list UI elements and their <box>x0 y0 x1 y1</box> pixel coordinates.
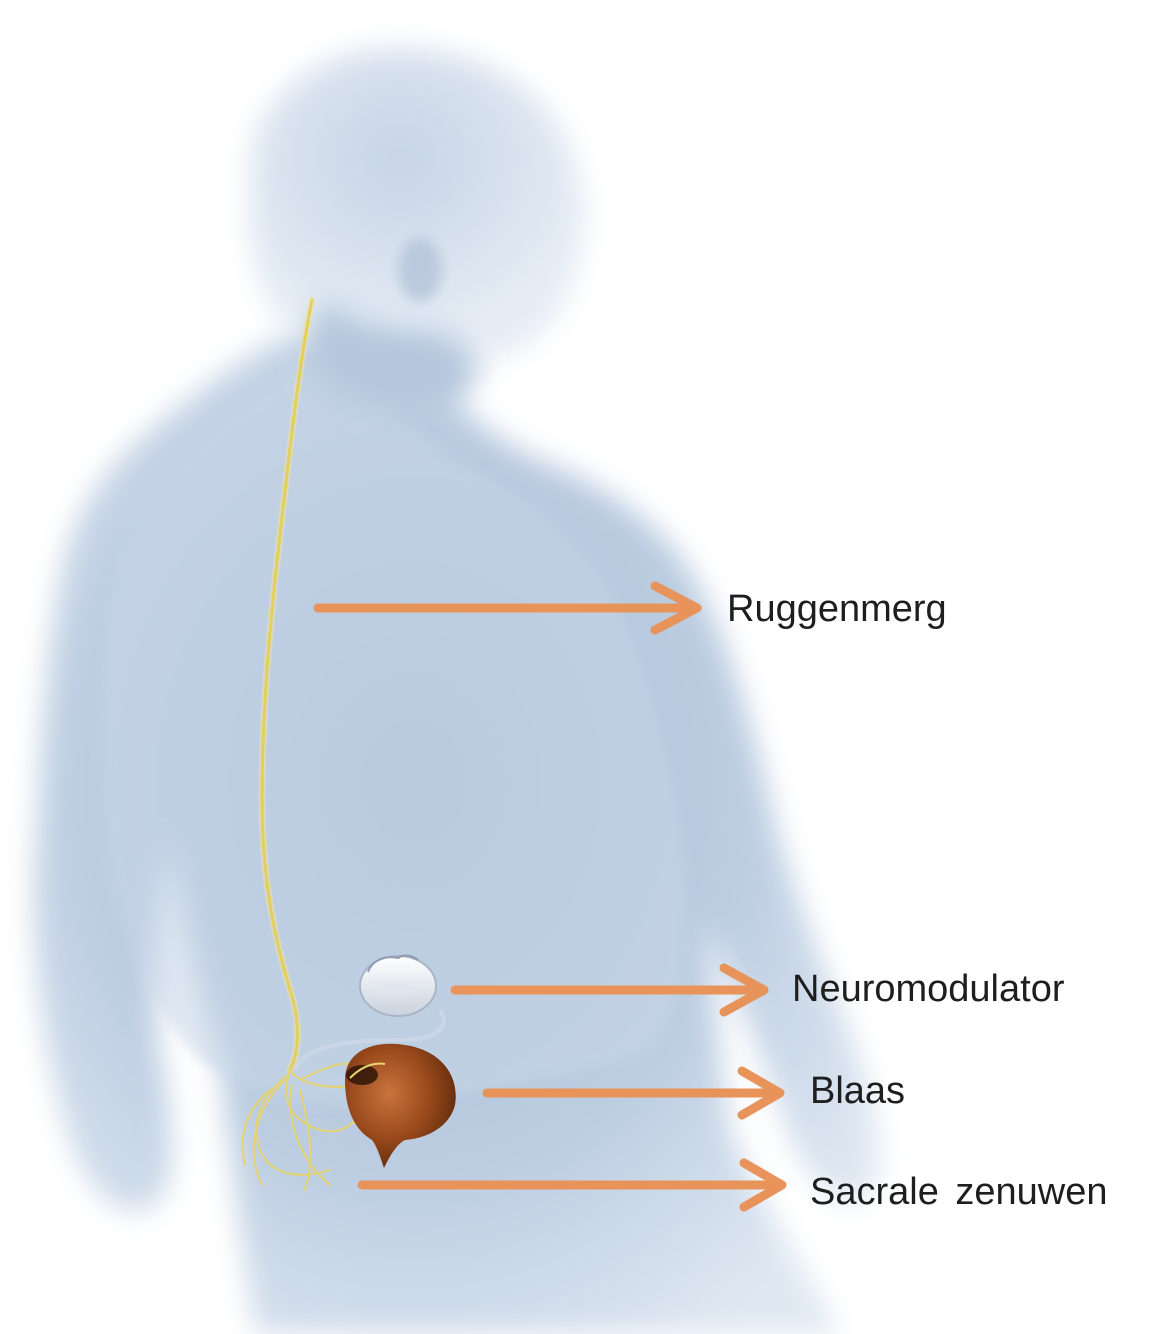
label-bladder: Blaas <box>810 1072 905 1110</box>
neuromodulator-device-icon <box>360 956 436 1016</box>
body-silhouette <box>34 48 879 1334</box>
label-neuromodulator: Neuromodulator <box>792 970 1064 1008</box>
label-spinal-cord: Ruggenmerg <box>727 590 947 628</box>
label-sacral-nerves: Sacrale zenuwen <box>810 1173 1108 1211</box>
